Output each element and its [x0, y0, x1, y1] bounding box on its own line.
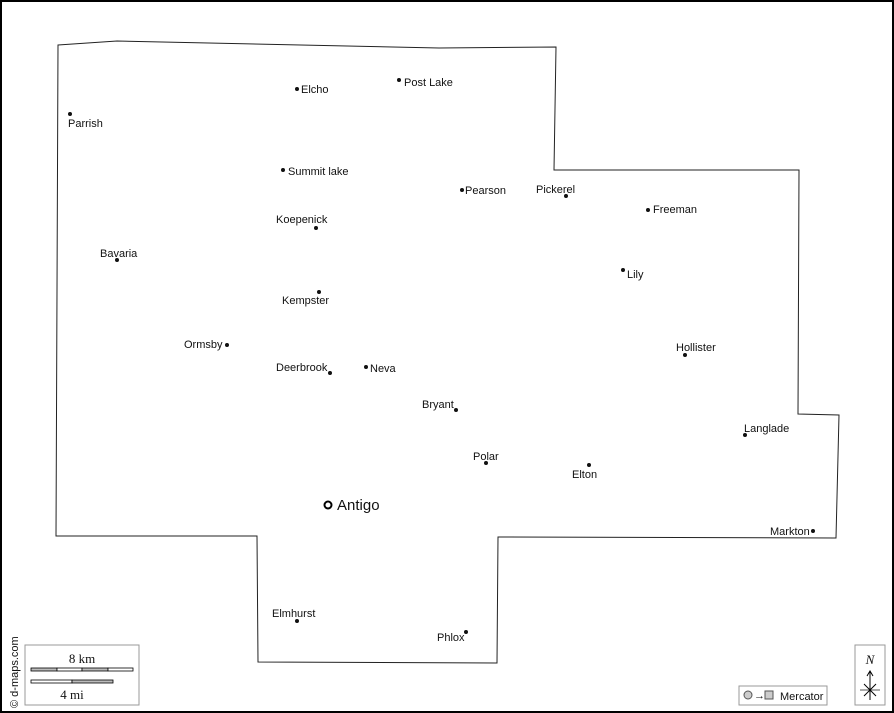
town-label: Koepenick	[276, 214, 328, 226]
town-dot-icon	[281, 168, 285, 172]
town-dot-icon	[621, 268, 625, 272]
arrow-icon: →	[754, 690, 765, 702]
scale-mi-label: 4 mi	[60, 687, 84, 702]
town-label: Kempster	[282, 295, 329, 307]
town-label: Neva	[370, 363, 397, 375]
projection-legend: → Mercator	[738, 685, 828, 706]
town-dot-icon	[646, 208, 650, 212]
town-label: Elmhurst	[272, 608, 315, 620]
town-label: Ormsby	[184, 339, 223, 351]
town-label: Elton	[572, 469, 597, 481]
capital-label: Antigo	[337, 497, 380, 514]
town-label: Hollister	[676, 342, 716, 354]
town-dot-icon	[115, 258, 119, 262]
town-koepenick: Koepenick	[276, 214, 328, 230]
town-neva: Neva	[364, 363, 397, 375]
town-dot-icon	[743, 433, 747, 437]
town-label: Langlade	[744, 423, 789, 435]
town-dot-icon	[328, 371, 332, 375]
capital-antigo: Antigo	[323, 497, 380, 514]
town-dot-icon	[68, 112, 72, 116]
town-dot-icon	[564, 194, 568, 198]
town-dot-icon	[811, 529, 815, 533]
town-elcho: Elcho	[295, 84, 329, 96]
town-dot-icon	[364, 365, 368, 369]
town-elton: Elton	[572, 463, 597, 481]
town-label: Pickerel	[536, 184, 575, 196]
town-dot-icon	[317, 290, 321, 294]
town-label: Freeman	[653, 204, 697, 216]
town-lily: Lily	[621, 268, 644, 281]
town-label: Summit lake	[288, 166, 349, 178]
town-label: Parrish	[68, 118, 103, 130]
town-dot-icon	[225, 343, 229, 347]
scale-km-label: 8 km	[69, 651, 95, 666]
town-bryant: Bryant	[422, 399, 458, 412]
town-dot-icon	[314, 226, 318, 230]
town-label: Pearson	[465, 185, 506, 197]
town-phlox: Phlox	[437, 630, 468, 644]
town-dot-icon	[295, 87, 299, 91]
town-parrish: Parrish	[68, 112, 103, 130]
town-dot-icon	[484, 461, 488, 465]
town-pearson: Pearson	[460, 185, 506, 197]
town-label: Elcho	[301, 84, 329, 96]
county-boundary	[55, 40, 840, 664]
town-dot-icon	[397, 78, 401, 82]
town-dot-icon	[460, 188, 464, 192]
globe-icon	[743, 690, 753, 700]
town-hollister: Hollister	[676, 342, 716, 357]
town-kempster: Kempster	[282, 290, 329, 307]
town-markton: Markton	[770, 526, 815, 538]
town-label: Post Lake	[404, 77, 453, 89]
town-elmhurst: Elmhurst	[272, 608, 315, 623]
credit-text: © d-maps.com	[9, 636, 21, 708]
town-label: Lily	[627, 269, 644, 281]
map-square-icon	[764, 690, 774, 700]
north-arrow: N	[854, 644, 886, 706]
town-dot-icon	[683, 353, 687, 357]
town-bavaria: Bavaria	[100, 248, 138, 262]
town-dot-icon	[464, 630, 468, 634]
town-label: Bavaria	[100, 248, 138, 260]
town-post-lake: Post Lake	[397, 77, 453, 89]
town-deerbrook: Deerbrook	[276, 362, 332, 375]
town-dot-icon	[587, 463, 591, 467]
capital-marker-icon	[323, 500, 333, 510]
town-label: Deerbrook	[276, 362, 328, 374]
town-ormsby: Ormsby	[184, 339, 229, 351]
town-label: Phlox	[437, 632, 465, 644]
town-pickerel: Pickerel	[536, 184, 575, 198]
town-label: Bryant	[422, 399, 454, 411]
town-dot-icon	[295, 619, 299, 623]
north-label: N	[865, 652, 876, 667]
scale-bar: 8 km 4 mi	[24, 644, 140, 706]
town-label: Markton	[770, 526, 810, 538]
town-summit-lake: Summit lake	[281, 166, 349, 178]
town-langlade: Langlade	[743, 423, 789, 437]
town-freeman: Freeman	[646, 204, 697, 216]
town-dot-icon	[454, 408, 458, 412]
projection-label: Mercator	[780, 691, 824, 703]
town-label: Polar	[473, 451, 499, 463]
town-polar: Polar	[473, 451, 499, 465]
